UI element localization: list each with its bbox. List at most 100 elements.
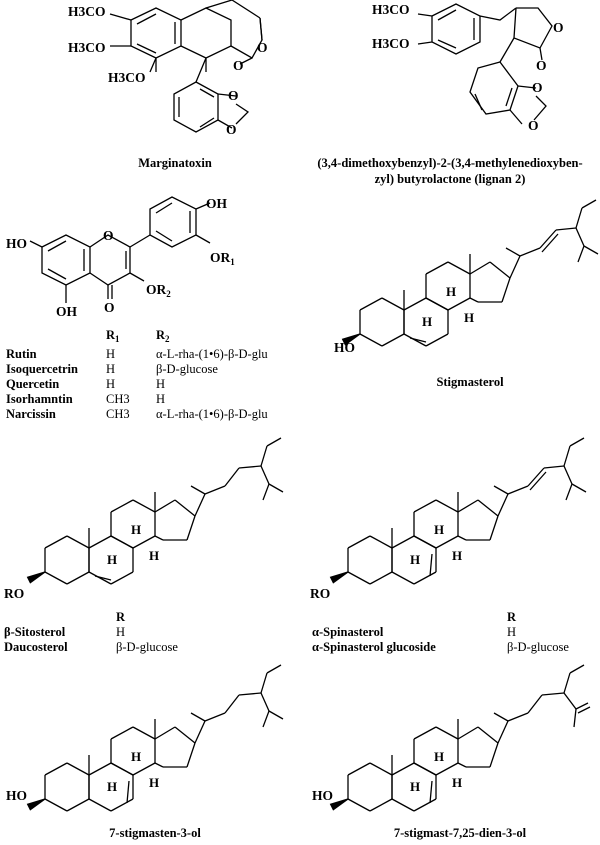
- bond: [469, 297, 479, 303]
- bond: [204, 485, 226, 495]
- bond: [519, 247, 541, 257]
- header-r2: R2: [156, 328, 170, 344]
- bond: [447, 261, 471, 275]
- bond: [575, 227, 585, 247]
- bond: [509, 255, 521, 279]
- wedge-bond: [26, 571, 46, 584]
- wedge-bond: [26, 798, 46, 811]
- bond: [489, 261, 511, 279]
- bond: [110, 535, 134, 549]
- bond: [527, 694, 543, 714]
- flavonoid-or2: OR2: [146, 282, 171, 299]
- bond: [425, 297, 449, 311]
- bond: [477, 499, 499, 517]
- bond: [505, 247, 521, 257]
- header-r: R: [116, 610, 126, 624]
- stereo-h: H: [131, 522, 141, 537]
- bond: [541, 692, 565, 696]
- bond: [413, 798, 437, 812]
- bond: [174, 499, 196, 517]
- stereo-h: H: [107, 779, 117, 794]
- bond: [429, 780, 433, 804]
- bond: [369, 535, 393, 549]
- bond: [262, 710, 270, 728]
- bond: [190, 712, 206, 722]
- bond: [154, 535, 164, 541]
- bond: [391, 535, 415, 549]
- stereo-h: H: [446, 284, 456, 299]
- bond: [359, 333, 383, 347]
- marginatoxin-o-md2: O: [226, 122, 237, 137]
- bond: [565, 483, 573, 501]
- stereo-h: H: [131, 749, 141, 764]
- stereo-h: H: [434, 749, 444, 764]
- bond: [88, 535, 112, 549]
- bond: [413, 762, 437, 776]
- bond: [186, 515, 196, 541]
- bond: [457, 499, 479, 513]
- bond: [413, 535, 437, 549]
- header-r: R: [507, 610, 517, 624]
- bond: [555, 227, 577, 231]
- bond: [88, 798, 112, 812]
- bond: [66, 571, 90, 585]
- bond: [110, 726, 134, 740]
- bond: [539, 229, 557, 249]
- bond: [575, 207, 583, 229]
- bond: [369, 571, 393, 585]
- bond: [154, 762, 164, 768]
- bond: [529, 471, 547, 491]
- bond: [381, 297, 405, 311]
- spinasterol-ro: RO: [310, 586, 331, 601]
- bond: [575, 702, 589, 710]
- bond: [268, 483, 284, 493]
- bond: [238, 692, 262, 696]
- lignan2-skeleton: [417, 3, 553, 125]
- marginatoxin-o-md1: O: [228, 88, 239, 103]
- marginatoxin-skeleton: [109, 0, 263, 133]
- stigmasterol-ho: HO: [334, 340, 356, 355]
- bond: [132, 535, 156, 549]
- bond: [66, 762, 90, 776]
- bond: [435, 499, 459, 513]
- bond: [543, 465, 565, 469]
- bond: [186, 742, 196, 768]
- bond: [154, 499, 176, 513]
- marginatoxin-h3co-low: H3CO: [108, 70, 146, 85]
- flavonoid-skeleton: [29, 196, 211, 303]
- bond: [132, 726, 156, 740]
- bond: [457, 726, 479, 740]
- bond: [110, 499, 134, 513]
- bond: [497, 720, 509, 744]
- bond: [132, 499, 156, 513]
- bond: [347, 535, 371, 549]
- header-r1: R1: [106, 328, 120, 344]
- bond: [581, 199, 597, 209]
- stereo-h: H: [149, 548, 159, 563]
- wedge-bond: [329, 798, 349, 811]
- bond: [224, 694, 240, 714]
- bond: [435, 535, 459, 549]
- bond: [435, 762, 459, 776]
- bond: [238, 465, 262, 469]
- bond: [571, 483, 587, 493]
- bond: [391, 571, 415, 585]
- bond: [369, 762, 393, 776]
- bond: [447, 297, 471, 311]
- marginatoxin-name: Marginatoxin: [138, 156, 212, 170]
- flavonoid-o-ring: O: [103, 228, 114, 243]
- bond: [110, 571, 134, 585]
- stigmasten-ho: HO: [6, 788, 28, 803]
- bond: [409, 337, 427, 343]
- stigmastadien-name: 7-stigmast-7,25-dien-3-ol: [393, 826, 527, 840]
- bond: [391, 762, 415, 776]
- bond: [66, 535, 90, 549]
